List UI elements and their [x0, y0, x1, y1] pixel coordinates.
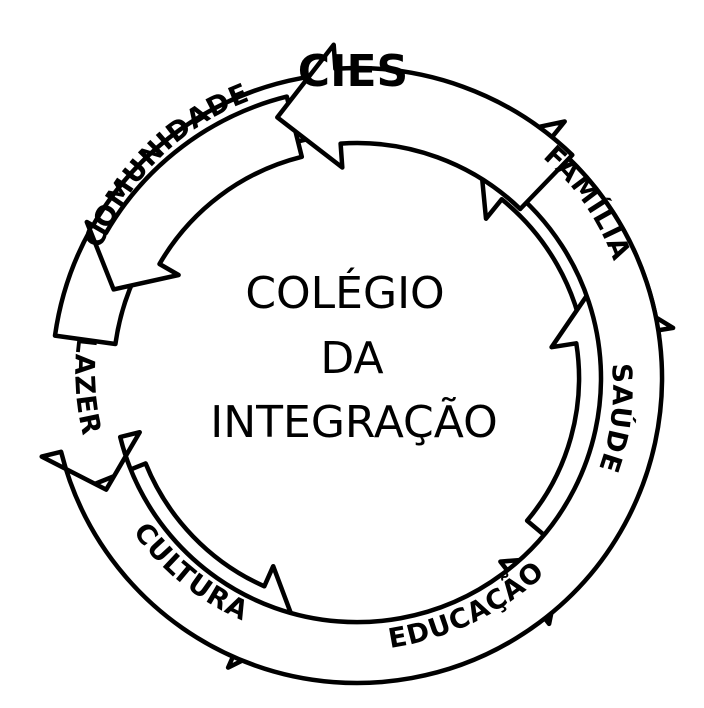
svg-text:LAZER: LAZER [68, 335, 106, 439]
cies-arrow [275, 42, 575, 212]
center-line-1: COLÉGIO [245, 266, 444, 319]
comunidade-arrow [84, 94, 305, 292]
cies-label: CIES [298, 46, 408, 97]
cycle-arrows [39, 42, 676, 686]
center-line-2: DA [320, 333, 383, 384]
center-line-3: INTEGRAÇÃO [210, 396, 497, 448]
lazer-label: LAZER [68, 335, 105, 439]
center-title: COLÉGIO DA INTEGRAÇÃO [210, 266, 497, 448]
lazer-segment: LAZER [68, 335, 106, 439]
